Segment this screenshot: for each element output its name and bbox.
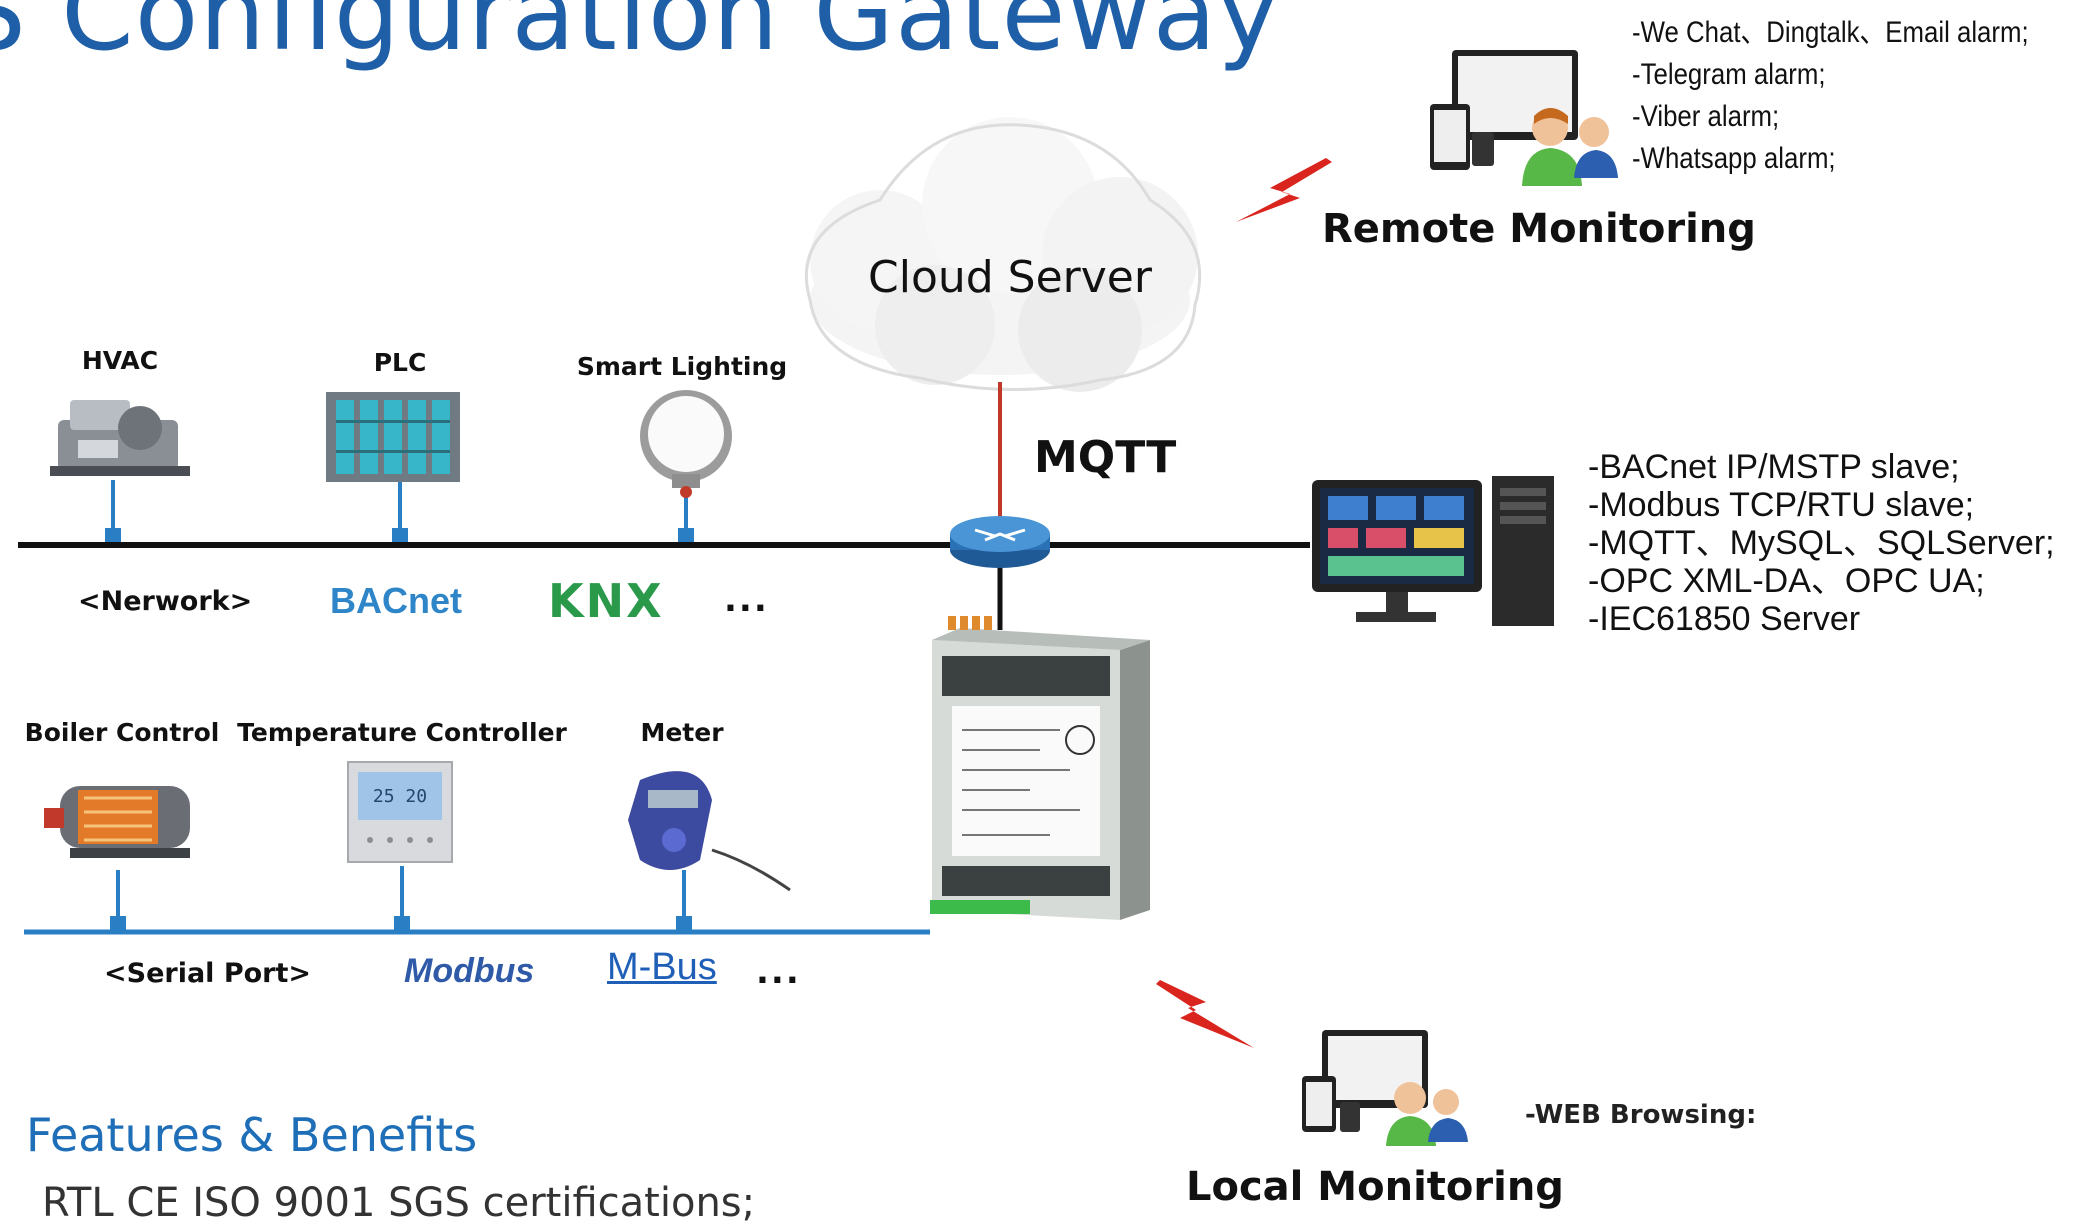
alarm-list: -We Chat、Dingtalk、Email alarm; -Telegram…	[1632, 12, 2029, 180]
protocol-item: -BACnet IP/MSTP slave;	[1588, 448, 1960, 486]
desktop-pc-icon	[1312, 476, 1554, 626]
alarm-item: -Viber alarm;	[1632, 100, 1780, 133]
device-label-hvac: HVAC	[81, 346, 159, 375]
mbus-logo: M-Bus	[607, 946, 717, 988]
features-first-line: RTL CE ISO 9001 SGS certifications;	[42, 1180, 756, 1226]
thermostat-icon: 25 20	[347, 761, 453, 863]
knx-logo: KNX	[548, 574, 664, 628]
svg-text:25 20: 25 20	[373, 786, 427, 807]
modbus-logo: Modbus	[404, 952, 535, 990]
devices-users-icon	[1430, 50, 1618, 186]
hvac-icon	[50, 400, 190, 476]
gateway-device-icon	[930, 616, 1150, 920]
router-icon	[950, 516, 1050, 568]
page-title: S Configuration Gateway	[0, 0, 1280, 74]
lightning-icon	[1156, 980, 1254, 1048]
features-title: Features & Benefits	[26, 1108, 478, 1162]
network-bus-label: <Nerwork>	[78, 586, 253, 617]
devices-users-icon	[1302, 1030, 1468, 1146]
plc-icon	[326, 392, 460, 482]
alarm-item: -Telegram alarm;	[1632, 58, 1826, 91]
serial-bus-label: <Serial Port>	[104, 958, 312, 989]
bacnet-logo: BACnet	[330, 580, 462, 621]
protocol-item: -IEC61850 Server	[1588, 600, 1861, 638]
local-monitoring-heading: Local Monitoring	[1186, 1164, 1564, 1210]
device-label-temperature-controller: Temperature Controller	[237, 718, 567, 747]
network-more-indicator: ...	[724, 580, 769, 620]
alarm-item: -Whatsapp alarm;	[1632, 142, 1836, 175]
protocol-item: -OPC XML-DA、OPC UA;	[1588, 562, 1985, 600]
web-browsing-note: -WEB Browsing:	[1525, 1100, 1757, 1130]
boiler-icon	[44, 786, 190, 858]
cloud-icon	[804, 117, 1202, 392]
meter-icon	[628, 771, 791, 892]
protocol-item: -MQTT、MySQL、SQLServer;	[1588, 524, 2055, 562]
alarm-item: -We Chat、Dingtalk、Email alarm;	[1632, 16, 2029, 49]
remote-monitoring-heading: Remote Monitoring	[1322, 206, 1756, 252]
device-label-smart-lighting: Smart Lighting	[576, 352, 788, 381]
device-label-boiler-control: Boiler Control	[24, 718, 220, 747]
cloud-server-label: Cloud Server	[868, 252, 1152, 303]
mqtt-label: MQTT	[1034, 432, 1177, 483]
bulb-icon	[640, 390, 732, 498]
device-label-plc: PLC	[373, 348, 427, 377]
device-label-meter: Meter	[640, 718, 724, 747]
server-protocol-list: -BACnet IP/MSTP slave; -Modbus TCP/RTU s…	[1588, 448, 2055, 638]
protocol-item: -Modbus TCP/RTU slave;	[1588, 486, 1975, 524]
lightning-icon	[1236, 158, 1332, 222]
serial-more-indicator: ...	[756, 952, 801, 992]
